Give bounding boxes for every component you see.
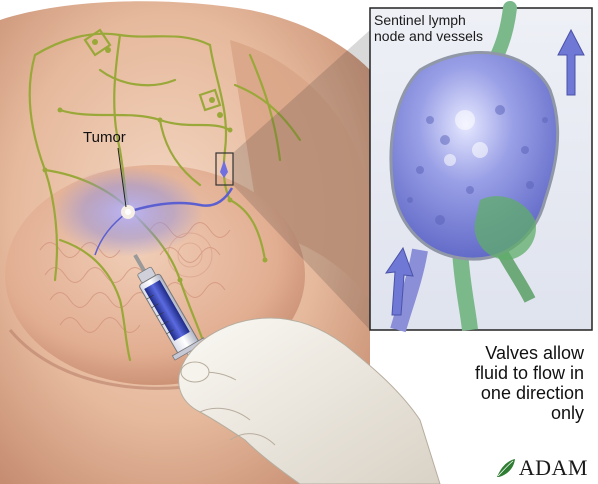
inset-title-line2: node and vessels xyxy=(374,28,544,44)
tumor-label: Tumor xyxy=(83,129,126,146)
inset-title-line1: Sentinel lymph xyxy=(374,12,544,28)
inset-title: Sentinel lymph node and vessels xyxy=(374,12,544,44)
leaf-icon xyxy=(495,457,517,479)
caption-line1: Valves allow xyxy=(384,343,584,363)
caption-line3: one direction xyxy=(384,383,584,403)
adam-logo: ADAM xyxy=(495,455,588,481)
caption-line4: only xyxy=(384,403,584,423)
logo-text: ADAM xyxy=(519,455,588,481)
caption-line2: fluid to flow in xyxy=(384,363,584,383)
caption: Valves allow fluid to flow in one direct… xyxy=(384,343,584,423)
